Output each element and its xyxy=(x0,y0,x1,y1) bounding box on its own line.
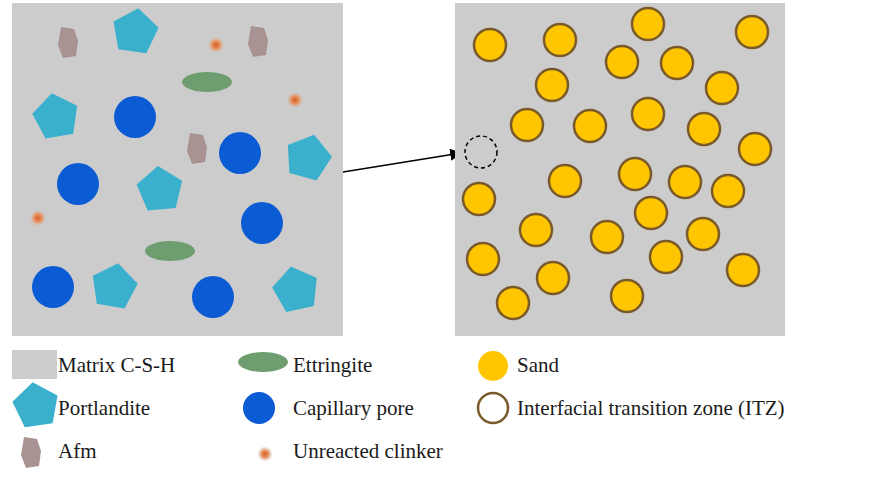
legend-symbols xyxy=(10,351,508,468)
portlandite-crystals xyxy=(29,5,336,314)
sand-grains xyxy=(463,8,771,319)
legend-label: Matrix C-S-H xyxy=(58,355,175,376)
paste-panel xyxy=(12,3,343,336)
mortar-panel xyxy=(455,3,785,336)
ettringite-needles xyxy=(145,72,232,261)
legend-label: Interfacial transition zone (ITZ) xyxy=(517,398,785,419)
zoom-arrow xyxy=(343,153,461,172)
zoom-circle xyxy=(465,136,497,168)
legend-label: Unreacted clinker xyxy=(293,441,443,462)
clinker-grains xyxy=(29,36,304,227)
legend-label: Ettringite xyxy=(293,355,372,376)
legend-label: Portlandite xyxy=(58,398,150,419)
afm-phases xyxy=(58,26,268,164)
legend-swatch xyxy=(12,350,57,379)
legend-label: Capillary pore xyxy=(293,398,414,419)
legend-label: Afm xyxy=(58,441,97,462)
legend-label: Sand xyxy=(517,355,559,376)
